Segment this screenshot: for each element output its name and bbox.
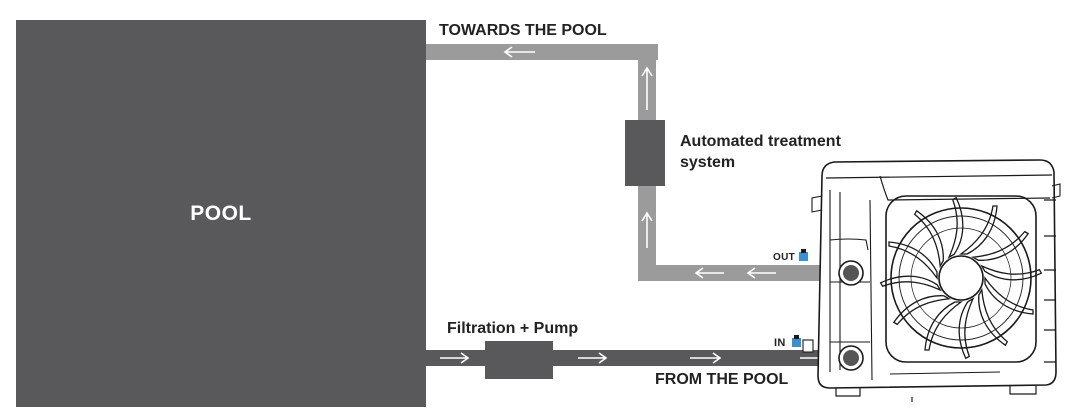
treatment-system-box [625, 120, 665, 186]
arrow-left-icon [503, 46, 535, 58]
fan-icon [879, 196, 1043, 360]
towards-pool-label: TOWARDS THE POOL [439, 22, 607, 39]
out-port-label: OUT [773, 252, 796, 263]
filtration-pump-box [485, 341, 553, 379]
treatment-label-line1: Automated treatment [680, 133, 841, 150]
arrow-up-icon [641, 211, 653, 248]
in-port-connector [802, 339, 864, 371]
arrow-left-icon [746, 267, 776, 279]
water-tap-icon [792, 335, 801, 347]
pool-label: POOL [190, 201, 252, 225]
arrow-right-icon [440, 352, 470, 364]
out-port-connector [838, 260, 864, 286]
arrow-right-icon [690, 352, 722, 364]
treatment-label-line2: system [680, 154, 736, 171]
from-pool-label: FROM THE POOL [655, 371, 789, 388]
arrow-right-icon [578, 352, 608, 364]
arrow-up-icon [641, 66, 653, 110]
arrow-left-icon [694, 267, 724, 279]
water-tap-icon [799, 249, 808, 261]
filtration-pump-label: Filtration + Pump [447, 320, 579, 337]
in-port-label: IN [774, 337, 786, 349]
pool-shape [16, 20, 426, 407]
return-pipe [426, 44, 838, 281]
